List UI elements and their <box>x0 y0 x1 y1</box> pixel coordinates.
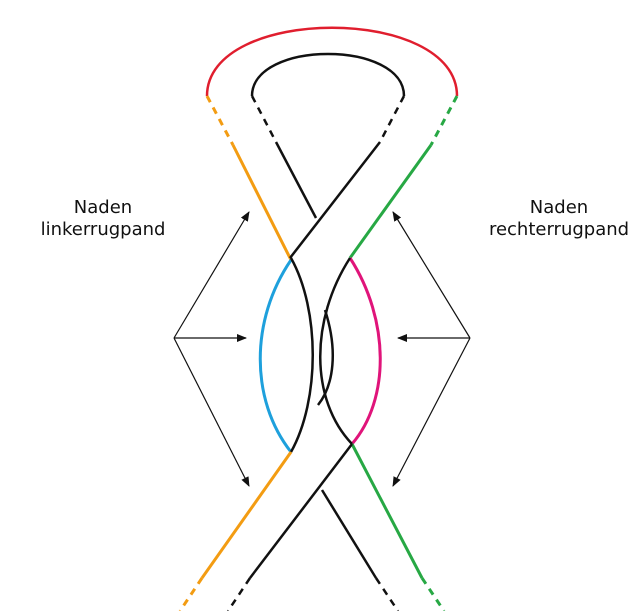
left-inner-dash-bottom <box>226 577 252 611</box>
inner-strand-lower-left <box>249 443 353 579</box>
left-outer-dash-bottom <box>178 577 204 611</box>
right-outer-dash-bottom <box>420 577 446 611</box>
label-left-line2: linkerrugpand <box>40 219 166 240</box>
inner-weave-c <box>289 257 314 453</box>
right-arrow-down <box>392 337 471 487</box>
left-outer-dash-top <box>205 95 235 146</box>
outer-top-loop <box>205 26 459 97</box>
right-inner-dash-bottom <box>374 577 400 611</box>
inner-strand-upper-right <box>289 141 381 259</box>
label-left-back-panel: Naden linkerrugpand <box>28 197 178 241</box>
right-outer-dash-top <box>429 95 459 146</box>
left-edge-lower <box>200 451 293 579</box>
inner-strand-lower-right <box>320 489 378 579</box>
label-right-line1: Naden <box>529 197 589 218</box>
left-bulge <box>258 259 293 453</box>
right-arrow-up <box>392 211 471 339</box>
label-right-line2: rechterrugpand <box>488 219 630 240</box>
left-inner-dash-top <box>250 95 278 143</box>
label-left-line1: Naden <box>73 197 133 218</box>
inner-top-loop <box>250 52 406 97</box>
inner-weave-b <box>317 309 334 406</box>
right-edge-lower <box>350 443 424 579</box>
inner-strand-upper-left <box>274 141 318 219</box>
right-inner-dash-top <box>378 95 406 143</box>
right-edge-upper <box>348 144 433 259</box>
left-arrow-down <box>173 337 250 487</box>
label-right-back-panel: Naden rechterrugpand <box>476 197 642 241</box>
left-arrow-up <box>173 211 250 339</box>
inner-weave-a <box>319 257 353 445</box>
right-bulge <box>348 257 382 445</box>
left-edge-upper <box>231 144 293 261</box>
